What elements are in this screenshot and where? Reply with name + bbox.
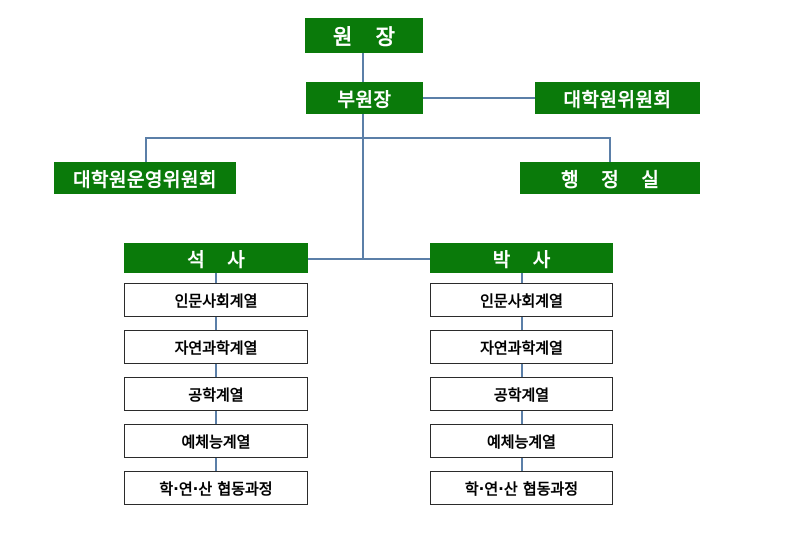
connector-level2-bus xyxy=(145,137,611,139)
node-vice-director[interactable]: 부원장 xyxy=(306,82,423,114)
node-operating-committee[interactable]: 대학원운영위원회 xyxy=(54,162,236,194)
node-masters[interactable]: 석 사 xyxy=(124,243,308,273)
program-box-masters-3[interactable]: 공학계열 xyxy=(124,377,308,411)
node-admin-office[interactable]: 행 정 실 xyxy=(520,162,700,194)
connector-director-to-vice xyxy=(362,52,364,83)
connector-vice-to-grad-committee xyxy=(423,97,535,99)
program-box-doctoral-1[interactable]: 인문사회계열 xyxy=(430,283,613,317)
connector-bus-to-admin-office xyxy=(609,137,611,163)
connector-spine-to-masters xyxy=(308,258,363,260)
connector-masters-column-spine xyxy=(215,272,217,472)
connector-doctoral-column-spine xyxy=(521,272,523,472)
program-box-masters-2[interactable]: 자연과학계열 xyxy=(124,330,308,364)
connector-bus-to-operating-committee xyxy=(145,137,147,163)
program-box-doctoral-3[interactable]: 공학계열 xyxy=(430,377,613,411)
program-box-doctoral-2[interactable]: 자연과학계열 xyxy=(430,330,613,364)
program-box-masters-4[interactable]: 예체능계열 xyxy=(124,424,308,458)
node-doctoral[interactable]: 박 사 xyxy=(430,243,613,273)
program-box-masters-1[interactable]: 인문사회계열 xyxy=(124,283,308,317)
connector-spine-to-doctoral xyxy=(362,258,431,260)
program-box-masters-5[interactable]: 학·연·산 협동과정 xyxy=(124,471,308,505)
connector-center-spine xyxy=(362,137,364,259)
node-graduate-committee[interactable]: 대학원위원회 xyxy=(535,82,700,114)
program-box-doctoral-4[interactable]: 예체능계열 xyxy=(430,424,613,458)
node-director[interactable]: 원 장 xyxy=(305,18,423,53)
program-box-doctoral-5[interactable]: 학·연·산 협동과정 xyxy=(430,471,613,505)
connector-vice-drop xyxy=(362,114,364,139)
